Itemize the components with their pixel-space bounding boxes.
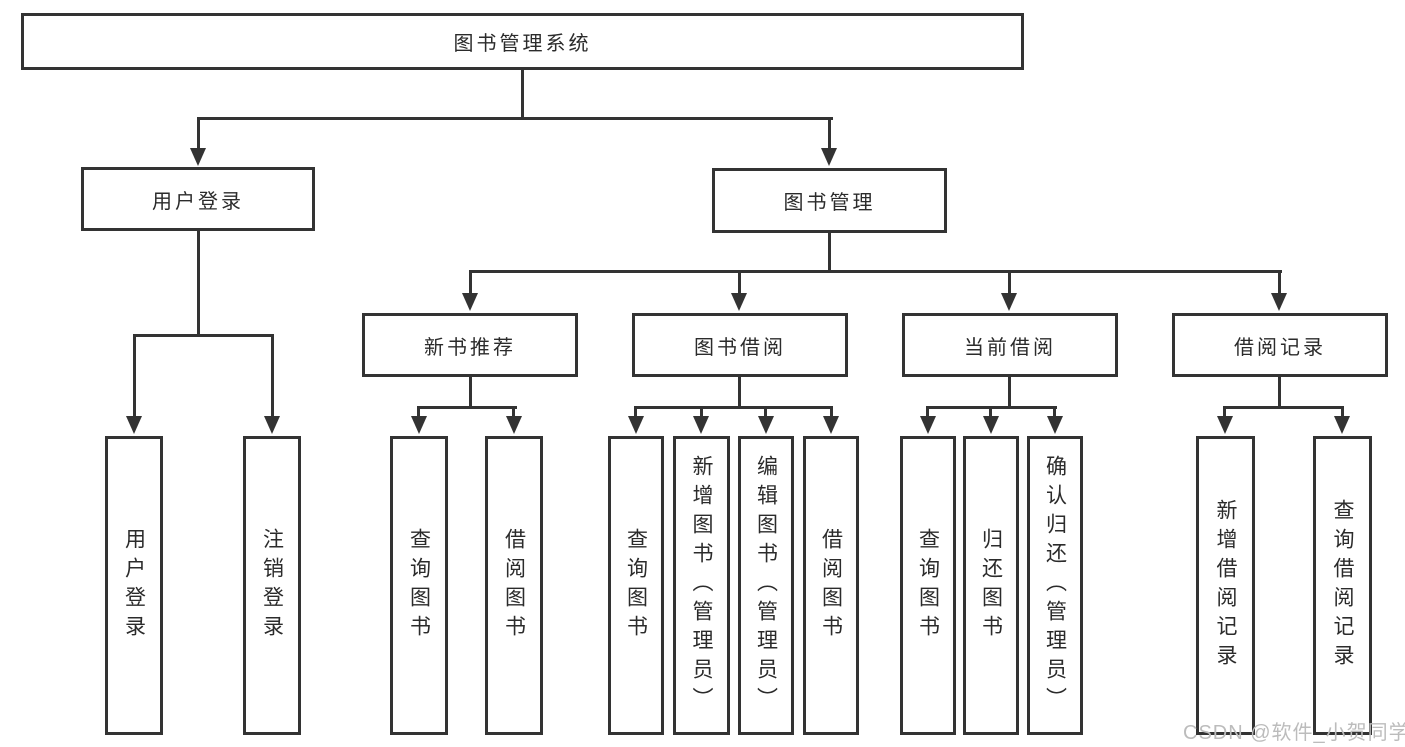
leaf-br-query-record: 查询借阅记录 bbox=[1313, 436, 1372, 735]
leaf-cb-return-book: 归还图书 bbox=[963, 436, 1019, 735]
connector-leaf-drop bbox=[1223, 406, 1226, 418]
arrow-down-icon bbox=[506, 416, 522, 434]
leaf-cb-query-book: 查询图书 bbox=[900, 436, 956, 735]
connector-user-login-stem bbox=[197, 231, 200, 337]
leaf-br-query-record-label: 查询借阅记录 bbox=[1331, 498, 1354, 673]
arrow-down-icon bbox=[758, 416, 774, 434]
connector-br-stem bbox=[1278, 377, 1281, 409]
leaf-bb-add-book-admin-label: 新增图书（管理员） bbox=[690, 455, 713, 716]
leaf-logout: 注销登录 bbox=[243, 436, 301, 735]
connector-leaf-drop bbox=[634, 406, 637, 418]
node-root-label: 图书管理系统 bbox=[453, 33, 592, 55]
connector-root-branch bbox=[197, 117, 833, 120]
arrow-down-icon bbox=[983, 416, 999, 434]
connector-nbr-stem bbox=[469, 377, 472, 409]
arrow-down-icon bbox=[1047, 416, 1063, 434]
node-current-borrowing: 当前借阅 bbox=[902, 313, 1118, 377]
connector-leaf-drop bbox=[271, 334, 274, 418]
connector-level3-drop bbox=[738, 270, 741, 295]
node-borrowing-records-label: 借阅记录 bbox=[1234, 336, 1326, 359]
leaf-cb-confirm-return-admin: 确认归还（管理员） bbox=[1027, 436, 1083, 735]
connector-leaf-drop bbox=[133, 334, 136, 418]
connector-br-branch bbox=[1223, 406, 1344, 409]
arrow-down-icon bbox=[411, 416, 427, 434]
connector-cb-stem bbox=[1008, 377, 1011, 409]
node-book-management-label: 图书管理 bbox=[783, 192, 876, 214]
leaf-bb-borrow-book: 借阅图书 bbox=[803, 436, 859, 735]
arrow-down-icon bbox=[628, 416, 644, 434]
connector-user-login-drop bbox=[197, 117, 200, 150]
leaf-logout-label: 注销登录 bbox=[260, 527, 284, 644]
node-current-borrowing-label: 当前借阅 bbox=[964, 336, 1056, 359]
connector-root-stem bbox=[521, 70, 524, 119]
connector-book-mgmt-drop bbox=[828, 117, 831, 150]
arrow-down-icon bbox=[190, 148, 206, 166]
leaf-br-add-record-label: 新增借阅记录 bbox=[1214, 498, 1237, 673]
arrow-down-icon bbox=[731, 293, 747, 311]
connector-leaf-drop bbox=[417, 406, 420, 418]
node-user-login: 用户登录 bbox=[81, 167, 315, 231]
node-book-borrowing: 图书借阅 bbox=[632, 313, 848, 377]
leaf-user-login: 用户登录 bbox=[105, 436, 163, 735]
leaf-nbr-borrow-book-label: 借阅图书 bbox=[502, 527, 526, 644]
node-root-library-system: 图书管理系统 bbox=[21, 13, 1024, 70]
connector-leaf-drop bbox=[512, 406, 515, 418]
leaf-bb-query-book-label: 查询图书 bbox=[624, 527, 648, 644]
arrow-down-icon bbox=[462, 293, 478, 311]
leaf-bb-edit-book-admin: 编辑图书（管理员） bbox=[738, 436, 794, 735]
arrow-down-icon bbox=[1217, 416, 1233, 434]
leaf-nbr-query-book: 查询图书 bbox=[390, 436, 448, 735]
node-book-management: 图书管理 bbox=[712, 168, 947, 233]
leaf-br-add-record: 新增借阅记录 bbox=[1196, 436, 1255, 735]
connector-leaf-drop bbox=[926, 406, 929, 418]
connector-level3-drop bbox=[1278, 270, 1281, 295]
node-new-book-recommend-label: 新书推荐 bbox=[424, 336, 516, 359]
arrow-down-icon bbox=[821, 148, 837, 166]
leaf-cb-query-book-label: 查询图书 bbox=[916, 527, 940, 644]
leaf-bb-add-book-admin: 新增图书（管理员） bbox=[673, 436, 730, 735]
node-new-book-recommend: 新书推荐 bbox=[362, 313, 578, 377]
connector-level3-drop bbox=[469, 270, 472, 295]
connector-leaf-drop bbox=[764, 406, 767, 418]
leaf-nbr-borrow-book: 借阅图书 bbox=[485, 436, 543, 735]
connector-nbr-branch bbox=[417, 406, 517, 409]
leaf-cb-confirm-return-admin-label: 确认归还（管理员） bbox=[1043, 455, 1067, 716]
node-borrowing-records: 借阅记录 bbox=[1172, 313, 1388, 377]
connector-bb-branch bbox=[634, 406, 833, 409]
leaf-bb-edit-book-admin-label: 编辑图书（管理员） bbox=[754, 455, 778, 716]
connector-bb-stem bbox=[738, 377, 741, 409]
arrow-down-icon bbox=[1271, 293, 1287, 311]
leaf-nbr-query-book-label: 查询图书 bbox=[407, 527, 431, 644]
arrow-down-icon bbox=[920, 416, 936, 434]
arrow-down-icon bbox=[264, 416, 280, 434]
connector-leaf-drop bbox=[1341, 406, 1344, 418]
arrow-down-icon bbox=[1334, 416, 1350, 434]
node-user-login-label: 用户登录 bbox=[152, 190, 244, 213]
connector-user-login-branch bbox=[133, 334, 274, 337]
connector-book-mgmt-branch bbox=[469, 270, 1282, 273]
arrow-down-icon bbox=[1001, 293, 1017, 311]
csdn-watermark: CSDN @软件_小贺同学 bbox=[1183, 722, 1405, 744]
arrow-down-icon bbox=[693, 416, 709, 434]
leaf-bb-query-book: 查询图书 bbox=[608, 436, 664, 735]
leaf-bb-borrow-book-label: 借阅图书 bbox=[819, 527, 843, 644]
connector-book-mgmt-stem bbox=[828, 233, 831, 273]
node-book-borrowing-label: 图书借阅 bbox=[694, 336, 786, 359]
leaf-user-login-label: 用户登录 bbox=[122, 527, 146, 644]
leaf-cb-return-book-label: 归还图书 bbox=[979, 527, 1003, 644]
connector-leaf-drop bbox=[830, 406, 833, 418]
connector-leaf-drop bbox=[1053, 406, 1056, 418]
connector-leaf-drop bbox=[700, 406, 703, 418]
connector-level3-drop bbox=[1008, 270, 1011, 295]
arrow-down-icon bbox=[823, 416, 839, 434]
arrow-down-icon bbox=[126, 416, 142, 434]
connector-leaf-drop bbox=[989, 406, 992, 418]
